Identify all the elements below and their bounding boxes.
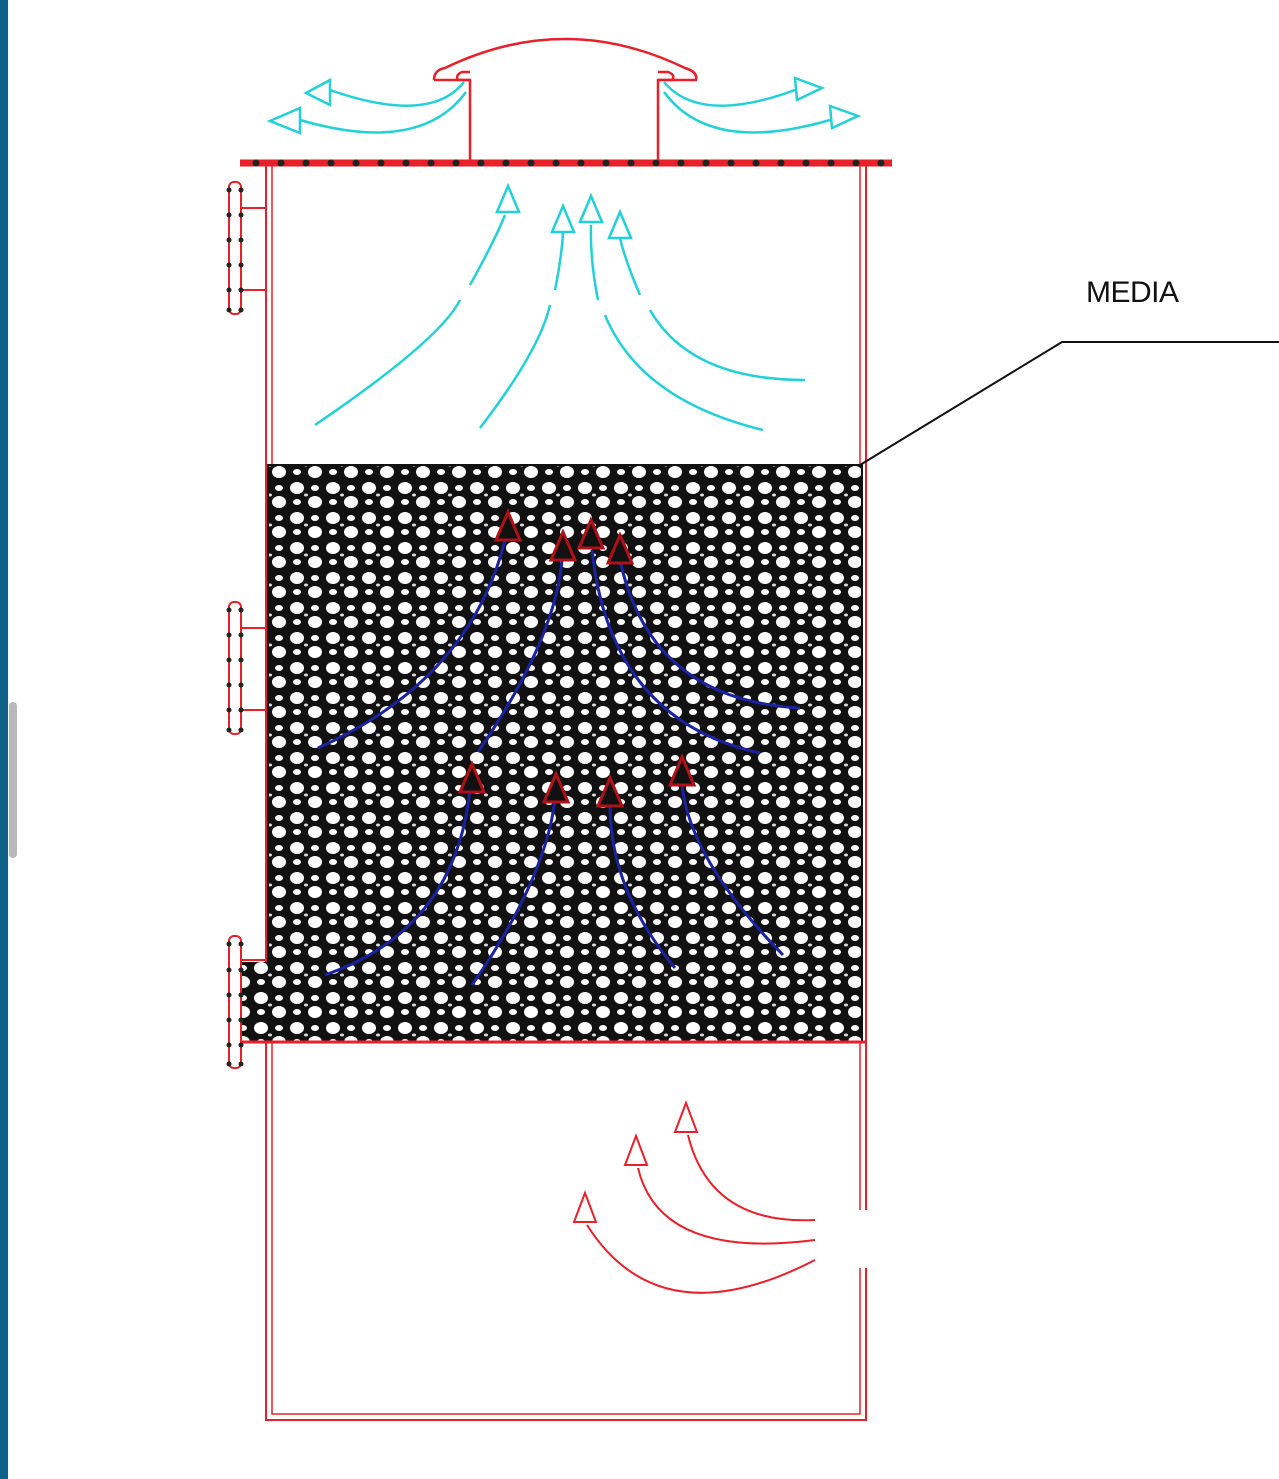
media-label: MEDIA [1086, 276, 1179, 309]
exhaust-flow-arrows [266, 76, 862, 432]
exhaust-cap [432, 37, 698, 160]
nozzle-bolts [226, 187, 244, 1067]
media-bed-lower-ext [242, 962, 272, 1042]
media-leader-line [859, 341, 1279, 466]
top-flange [240, 159, 892, 167]
media-flow-arrowheads [457, 508, 697, 808]
side-nozzles [228, 181, 266, 1069]
inlet-flow-arrows [572, 1100, 816, 1294]
window-edge-bar [0, 0, 8, 1479]
scrollbar[interactable] [9, 702, 17, 858]
media-flow-arrows [317, 539, 801, 986]
